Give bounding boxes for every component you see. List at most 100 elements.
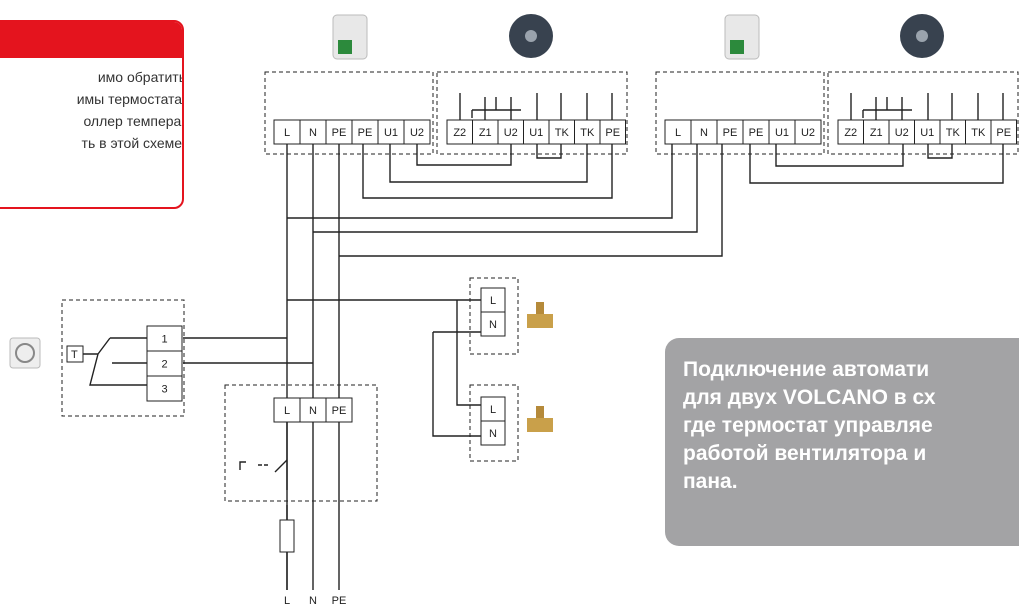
fan-1-terminal <box>599 119 626 145</box>
fan-2-terminal-block: Z2 Z1 U2 U1 TK TK PE <box>837 119 1017 145</box>
fan-1-terminal-label: Z1 <box>479 127 492 139</box>
fan-1-terminal-label: TK <box>555 127 570 139</box>
fan-2-terminal-label: PE <box>996 127 1011 139</box>
valve-1-enclosure <box>469 277 519 355</box>
valve-1-terminal-label: L <box>490 295 496 307</box>
fan-1-terminal-block: Z2 Z1 U2 U1 TK TK PE <box>446 119 626 145</box>
thermostat-terminal-label: 1 <box>161 334 167 346</box>
main-switch-enclosure <box>224 384 378 502</box>
fan-2-enclosure <box>827 71 1019 155</box>
fan-1-enclosure <box>436 71 628 155</box>
controller-2-terminal-label: PE <box>723 127 738 139</box>
controller-1-terminal-label: PE <box>358 127 373 139</box>
attention-note-text: имо обратить имы термостата. оллер темпе… <box>76 69 184 151</box>
fan-1-terminal-label: U2 <box>504 127 518 139</box>
controller-1-terminal-label: U2 <box>410 127 424 139</box>
fan-2-terminal-label: U2 <box>895 127 909 139</box>
fan-2-terminal-label: Z2 <box>844 127 857 139</box>
wires <box>183 143 1004 590</box>
main-switch-terminal-label: PE <box>332 405 347 417</box>
controller-2-terminal-label: PE <box>749 127 764 139</box>
valve-2-terminal-label: L <box>490 404 496 416</box>
diagram-caption: Подключение автомати для двух VOLCANO в … <box>665 338 1019 546</box>
fan-2-terminal <box>990 119 1017 145</box>
controller-1-terminal <box>299 119 327 145</box>
supply-label: N <box>309 595 317 607</box>
valve-2-terminal <box>480 396 506 422</box>
fan-1-internal-contacts <box>459 93 613 120</box>
fuse <box>279 519 295 553</box>
valve-2-terminal <box>480 420 506 446</box>
valve-2-terminal-label: N <box>489 428 497 440</box>
controller-1-enclosure <box>264 71 434 155</box>
thermostat-terminal-label: 2 <box>161 359 167 371</box>
valve-2-terminal-block: LN <box>480 396 506 446</box>
valve-1-terminal <box>480 311 506 337</box>
speed-controller-icon <box>332 14 368 60</box>
fan-1-terminal <box>574 119 601 145</box>
fan-icon <box>900 14 944 58</box>
speed-controller-icon <box>724 14 760 60</box>
controller-2-terminal-label: U1 <box>775 127 789 139</box>
controller-1-terminal <box>403 119 431 145</box>
supply-label: L <box>284 595 290 607</box>
controller-1-terminal <box>325 119 353 145</box>
fan-1-terminal-label: PE <box>605 127 620 139</box>
controller-2-terminal-label: N <box>700 127 708 139</box>
valve-1-terminal-block: LN <box>480 287 506 337</box>
controller-1-terminal <box>273 119 301 145</box>
controller-1-terminal-label: U1 <box>384 127 398 139</box>
controller-2-terminal-label: L <box>675 127 681 139</box>
valve-icon <box>527 302 553 328</box>
thermostat-terminal-label: 3 <box>161 384 167 396</box>
thermostat-contacts <box>83 337 147 386</box>
main-switch-terminal <box>325 397 353 423</box>
main-switch-symbol <box>239 459 288 473</box>
controller-2-terminal <box>742 119 770 145</box>
controller-2-terminal <box>794 119 822 145</box>
controller-2-terminal-label: U2 <box>801 127 815 139</box>
fan-1-terminal <box>523 119 550 145</box>
thermostat-terminal <box>146 375 183 402</box>
controller-1-terminal-label: PE <box>332 127 347 139</box>
fan-2-terminal-label: Z1 <box>870 127 883 139</box>
main-switch-terminal-label: N <box>309 405 317 417</box>
fan-1-terminal-label: U1 <box>529 127 543 139</box>
supply-labels: L N PE <box>284 595 346 607</box>
fan-2-terminal <box>914 119 941 145</box>
fan-2-terminal <box>888 119 915 145</box>
thermostat-terminal-block: 1 2 3 <box>146 325 183 402</box>
controller-2-terminal <box>768 119 796 145</box>
supply-label: PE <box>332 595 347 607</box>
fan-2-terminal-label: TK <box>946 127 961 139</box>
controller-2-terminal <box>690 119 718 145</box>
fan-icon <box>509 14 553 58</box>
fan-2-terminal-label: U1 <box>920 127 934 139</box>
controller-2-enclosure <box>655 71 825 155</box>
main-switch-terminal <box>299 397 327 423</box>
fan-1-terminal <box>446 119 473 145</box>
controller-2-terminal-block: L N PE PE U1 U2 <box>664 119 822 145</box>
fan-2-terminal <box>939 119 966 145</box>
valve-1-terminal <box>480 287 506 313</box>
controller-1-terminal <box>351 119 379 145</box>
thermostat-icon <box>9 337 41 369</box>
valve-1-terminal-label: N <box>489 319 497 331</box>
controller-1-terminal-label: L <box>284 127 290 139</box>
fan-1-terminal <box>548 119 575 145</box>
diagram-caption-text: Подключение автомати для двух VOLCANO в … <box>683 358 936 493</box>
fan-2-internal-contacts <box>850 93 1004 120</box>
fan-2-terminal-label: TK <box>971 127 986 139</box>
main-switch-terminal-label: L <box>284 405 290 417</box>
attention-note: имо обратить имы термостата. оллер темпе… <box>0 20 184 209</box>
fan-1-terminal-label: Z2 <box>453 127 466 139</box>
thermostat-terminal <box>146 325 183 352</box>
thermostat-label: T <box>71 349 78 361</box>
valve-2-enclosure <box>469 384 519 462</box>
valve-icon <box>527 406 553 432</box>
fan-1-terminal-label: TK <box>580 127 595 139</box>
attention-note-header <box>0 22 182 58</box>
main-switch-terminal-block: L N PE <box>273 397 353 423</box>
